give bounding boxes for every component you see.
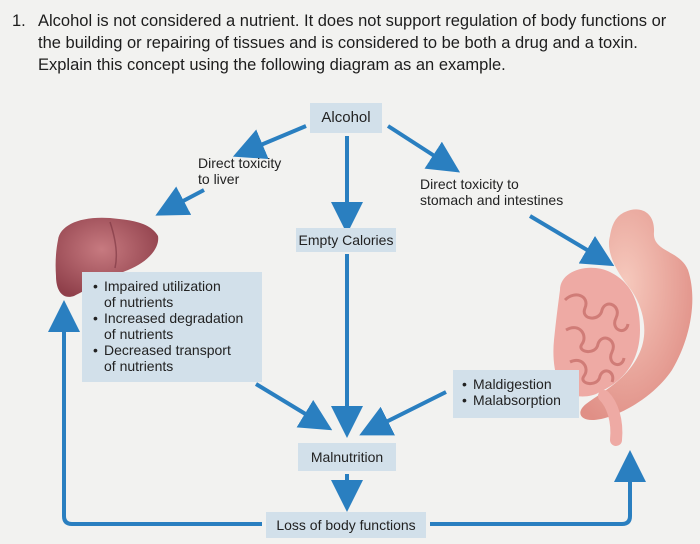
arrow-loss-to-liver — [48, 300, 262, 526]
flow-arrows — [48, 124, 646, 526]
question-number: 1. — [12, 12, 26, 30]
direct-toxicity-stomach-label: Direct toxicity to stomach and intestine… — [420, 176, 600, 208]
liver-label-line-1: Direct toxicity — [198, 155, 282, 171]
arrow-alcohol-to-stomach-label — [386, 124, 461, 173]
digestive-organs-illustration — [553, 209, 693, 446]
liver-label-line-2: to liver — [198, 171, 240, 187]
list-item: Decreased transport of nutrients — [92, 342, 262, 374]
alcohol-box: Alcohol — [310, 103, 382, 133]
direct-toxicity-liver-label: Direct toxicity to liver — [198, 155, 308, 187]
arrow-to-liver — [155, 186, 205, 216]
arrow-gut-effects-to-malnutrition — [359, 390, 447, 436]
list-item: Impaired utilization of nutrients — [92, 278, 262, 310]
arrow-loss-to-intestines — [430, 450, 646, 526]
list-item: Maldigestion — [461, 376, 579, 392]
empty-calories-box: Empty Calories — [296, 228, 396, 252]
malnutrition-box: Malnutrition — [298, 443, 396, 471]
liver-illustration — [55, 217, 159, 297]
arrow-liver-effects-to-malnutrition — [254, 382, 333, 431]
stomach-label-line-2: stomach and intestines — [420, 192, 564, 208]
question-text: Alcohol is not considered a nutrient. It… — [38, 12, 667, 74]
question: 1. Alcohol is not considered a nutrient.… — [12, 10, 684, 76]
liver-effects-box: Impaired utilization of nutrients Increa… — [82, 272, 262, 382]
gut-effects-box: Maldigestion Malabsorption — [453, 370, 579, 418]
stomach-label-line-1: Direct toxicity to — [420, 176, 519, 192]
arrow-to-stomach — [528, 214, 615, 267]
list-item: Increased degradation of nutrients — [92, 310, 262, 342]
list-item: Malabsorption — [461, 392, 579, 408]
loss-of-body-functions-box: Loss of body functions — [266, 512, 426, 538]
arrow-alcohol-to-liver-label — [232, 124, 307, 160]
